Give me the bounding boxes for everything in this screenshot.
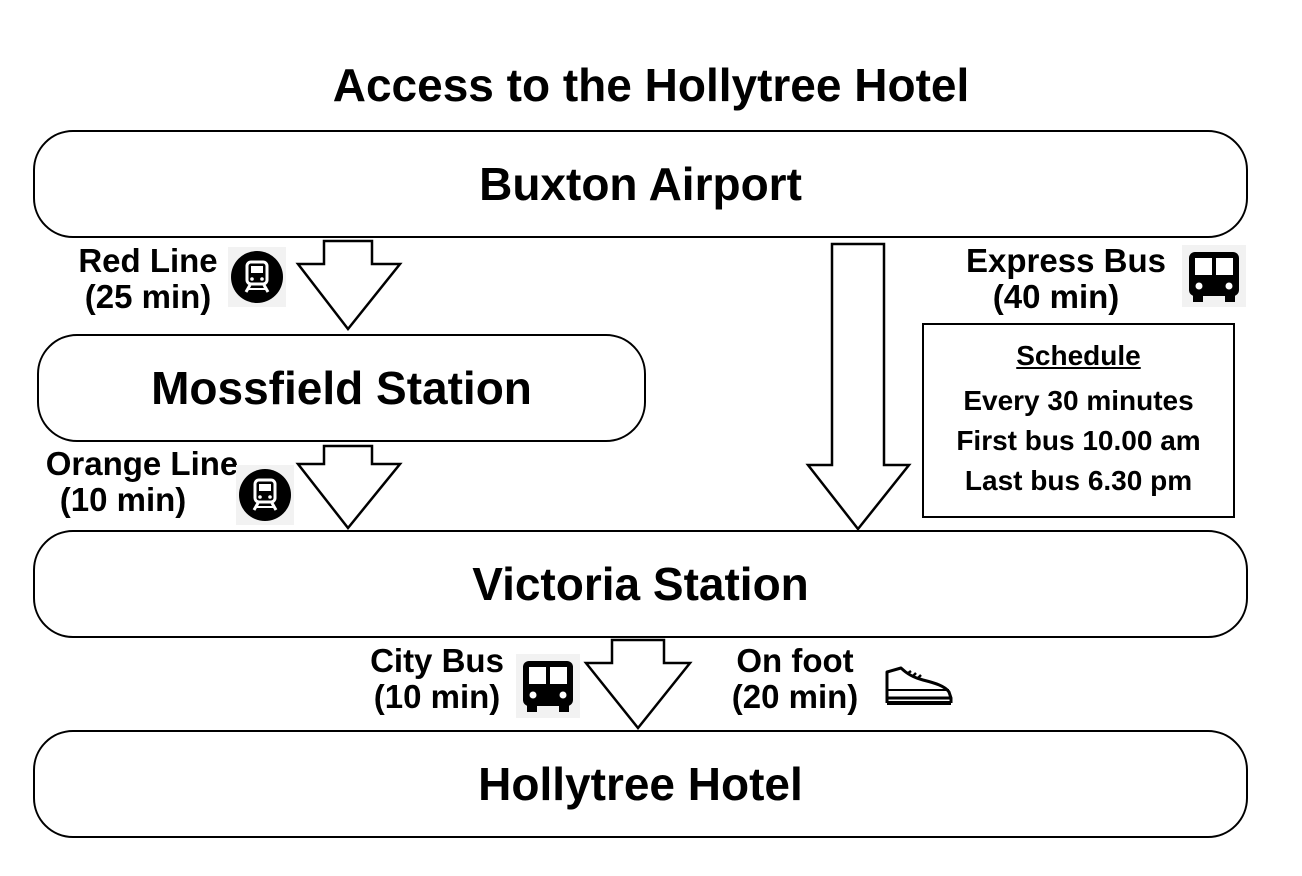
- route-time: (25 min): [84, 278, 212, 315]
- route-label-red-line: Red Line (25 min): [62, 243, 234, 315]
- route-time: (10 min): [373, 678, 501, 715]
- route-name: Orange Line: [45, 445, 239, 482]
- node-victoria-station: Victoria Station: [33, 530, 1248, 638]
- bus-icon: [516, 654, 580, 718]
- schedule-frequency: Every 30 minutes: [963, 385, 1194, 416]
- schedule-last-bus: Last bus 6.30 pm: [964, 465, 1193, 496]
- arrow-city-bus-on-foot: [583, 638, 693, 731]
- route-label-express-bus: Express Bus (40 min): [955, 243, 1177, 315]
- route-name: On foot: [736, 642, 854, 679]
- arrow-red-line: [295, 239, 403, 332]
- bus-icon: [1182, 245, 1246, 307]
- route-label-city-bus: City Bus (10 min): [358, 643, 516, 715]
- diagram-title: Access to the Hollytree Hotel: [332, 59, 970, 111]
- shoe-icon: [885, 666, 953, 705]
- route-time: (10 min): [59, 481, 187, 518]
- schedule-first-bus: First bus 10.00 am: [956, 425, 1201, 456]
- arrow-orange-line: [295, 444, 403, 531]
- route-name: Red Line: [78, 242, 218, 279]
- train-icon: [236, 465, 294, 525]
- train-icon: [228, 247, 286, 307]
- schedule-box: Schedule Every 30 minutes First bus 10.0…: [922, 323, 1235, 518]
- node-hollytree-hotel: Hollytree Hotel: [33, 730, 1248, 838]
- node-buxton-airport: Buxton Airport: [33, 130, 1248, 238]
- route-name: City Bus: [370, 642, 504, 679]
- schedule-heading: Schedule: [1016, 340, 1141, 371]
- arrow-express-bus: [805, 242, 912, 532]
- route-time: (20 min): [731, 678, 859, 715]
- route-label-orange-line: Orange Line (10 min): [34, 446, 250, 518]
- route-label-on-foot: On foot (20 min): [720, 643, 870, 715]
- route-time: (40 min): [992, 278, 1120, 315]
- node-mossfield-station: Mossfield Station: [37, 334, 646, 442]
- route-name: Express Bus: [966, 242, 1166, 279]
